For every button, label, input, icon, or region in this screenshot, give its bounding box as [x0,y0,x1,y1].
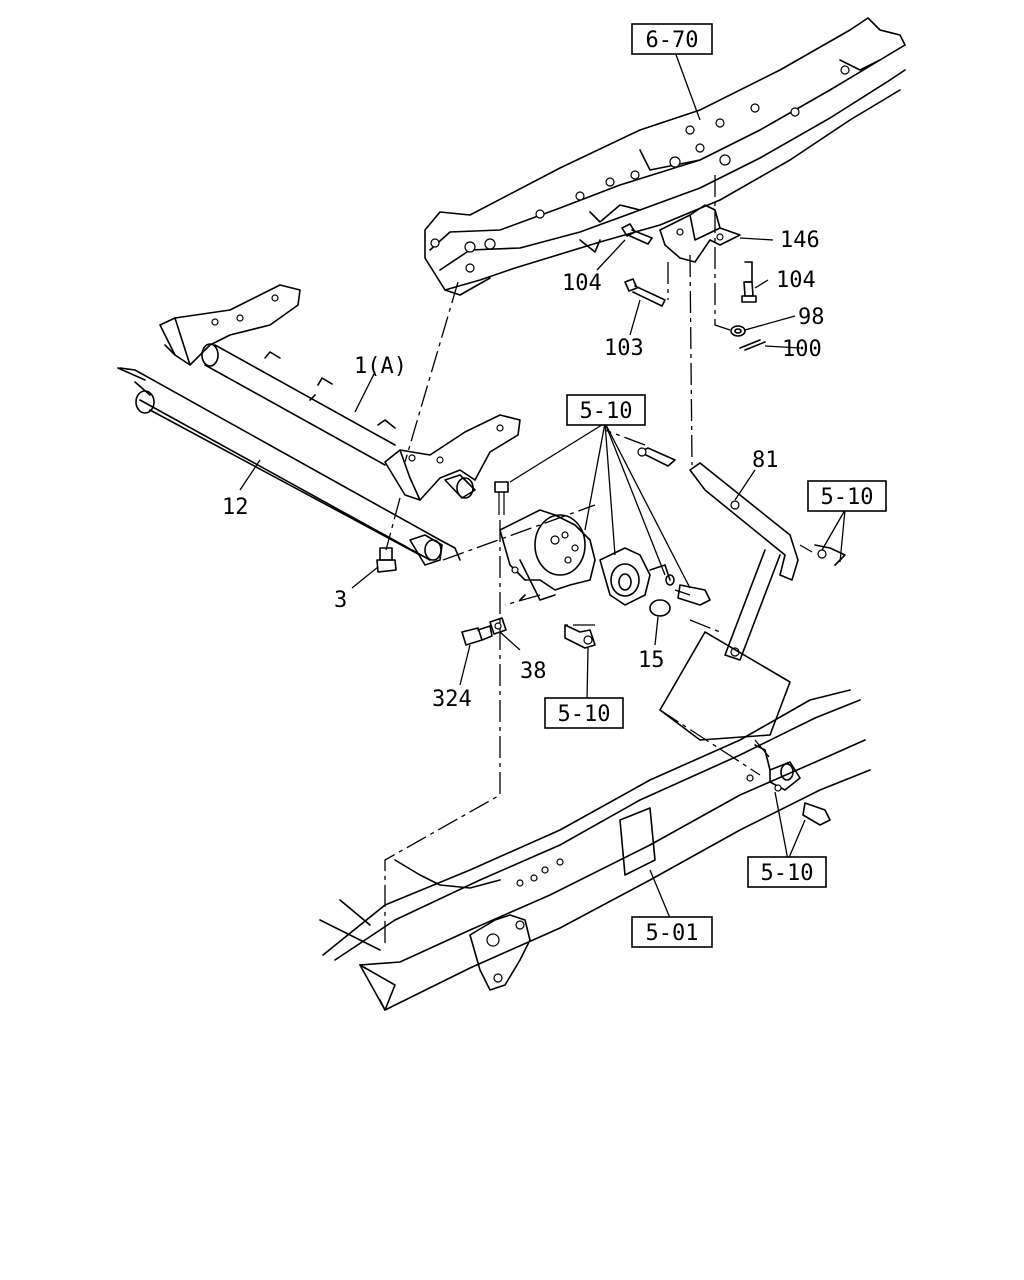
callout-3: 3 [334,588,347,613]
callout-324: 324 [432,687,472,712]
svg-text:5-01: 5-01 [646,921,699,946]
callout-104-lower: 104 [776,268,816,293]
callout-5-10-center: 5-10 [566,394,646,426]
torsion-bar-12 [117,367,461,566]
callout-146: 146 [780,228,820,253]
leader-lines [239,51,846,919]
callout-104-upper: 104 [562,271,602,296]
svg-text:5-10: 5-10 [558,702,611,727]
lower-frame-rail [319,689,871,1011]
upper-frame-rail [424,17,906,296]
svg-text:5-10: 5-10 [580,399,633,424]
callout-1a: 1(A) [354,354,407,379]
callout-38: 38 [520,659,547,684]
cotter-100 [739,339,766,351]
callout-100: 100 [782,337,822,362]
callout-5-10-bottom-right: 5-10 [747,856,827,888]
washer-98 [730,325,746,337]
bolt-103 [624,278,666,307]
anchor-bracket [499,509,596,601]
callout-6-70: 6-70 [631,23,713,55]
svg-text:6-70: 6-70 [646,28,699,53]
bracket-146 [659,204,741,263]
link-81 [637,447,799,661]
bolt-104-upper [621,223,653,245]
callout-15: 15 [638,648,665,673]
snap-ring-15 [649,599,671,617]
torsion-arm [599,547,671,606]
bolt-right-arm [665,574,711,606]
bolt-104-lower [741,261,757,303]
callout-103: 103 [604,336,644,361]
callout-12: 12 [222,495,249,520]
callout-5-10-right: 5-10 [807,480,887,512]
centerlines [384,175,813,945]
callout-5-10-lower: 5-10 [544,697,624,729]
svg-text:5-10: 5-10 [761,861,814,886]
nut-38 [489,617,507,635]
bolt-small [494,481,509,515]
bolt-3 [376,547,397,573]
stabilizer-bar-assembly [159,284,521,501]
bolt-lower [564,624,596,649]
svg-text:5-10: 5-10 [821,485,874,510]
plate [659,631,791,741]
bolt-324 [461,625,493,646]
callout-81: 81 [752,448,779,473]
callout-98: 98 [798,305,825,330]
callout-5-01: 5-01 [631,916,713,948]
